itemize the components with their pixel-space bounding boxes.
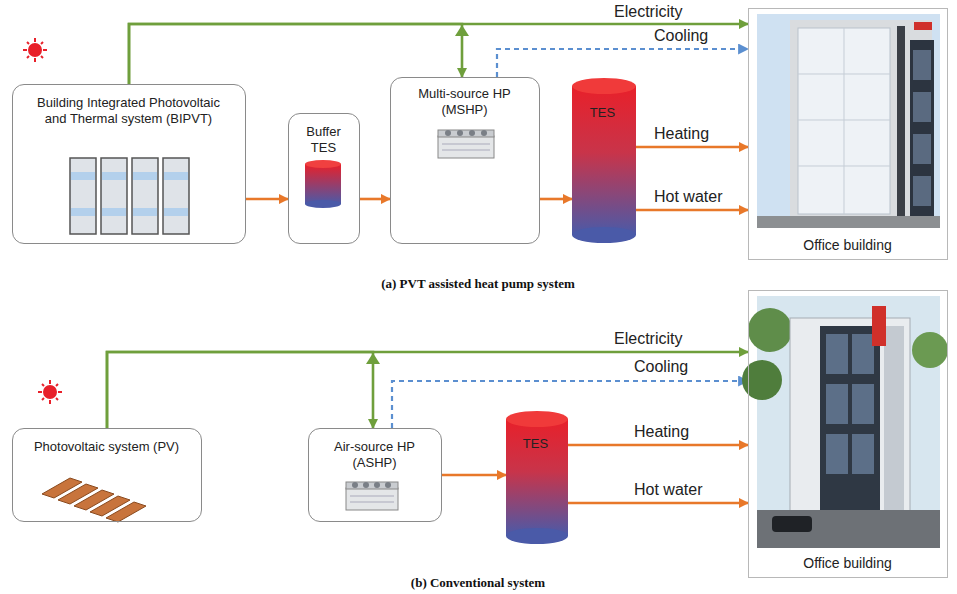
flow-arrow: [636, 146, 748, 149]
flow-arrow: [129, 24, 462, 84]
flow-arrow: [360, 198, 390, 201]
cooling-line: [392, 381, 748, 428]
sun-icon: [23, 38, 47, 62]
tank-outline: [506, 410, 568, 545]
flow-label: Electricity: [612, 2, 684, 21]
flow-arrow: [129, 24, 748, 84]
node-label: TES: [573, 105, 633, 121]
node-label: Multi-source HP (MSHP): [405, 86, 525, 117]
component-box: Photovoltaic system (PV): [12, 428, 202, 522]
node-label: Buffer TES: [293, 124, 355, 155]
building-panel: Office building: [748, 8, 948, 260]
building-photo: [742, 296, 948, 548]
flow-arrow: [107, 352, 748, 428]
flow-label: Cooling: [632, 357, 690, 376]
building-panel: Office building: [748, 290, 948, 578]
flow-label: Cooling: [652, 26, 710, 45]
node-label: Building Integrated Photovoltaic and The…: [34, 95, 224, 126]
storage-tank: TES: [572, 77, 636, 244]
heat-pump-icon: [346, 482, 398, 510]
flow-arrow: [246, 198, 288, 201]
node-label: Office building: [753, 555, 943, 572]
flow-label: Hot water: [632, 480, 704, 499]
node-label: TES: [507, 436, 565, 452]
flow-label: Electricity: [612, 329, 684, 348]
flow-arrow: [568, 502, 748, 505]
component-box: Multi-source HP (MSHP): [390, 77, 540, 244]
pvt-panels: [70, 158, 189, 234]
pv-panels: [42, 478, 146, 522]
heat-pump-icon: [438, 130, 494, 158]
node-label: Air-source HP (ASHP): [320, 439, 430, 470]
building-photo: [757, 14, 940, 228]
figure-caption: (a) PVT assisted heat pump system: [278, 276, 678, 292]
cooling-line: [497, 49, 748, 77]
buffer-tank-icon: [305, 160, 341, 208]
flow-arrow: [442, 474, 506, 477]
flow-arrow: [540, 198, 572, 201]
component-box: Buffer TES: [288, 113, 360, 244]
flow-arrow: [568, 444, 748, 447]
flow-label: Hot water: [652, 187, 724, 206]
node-label: Office building: [753, 237, 943, 254]
flow-label: Heating: [652, 124, 711, 143]
arrow-head: [366, 353, 380, 364]
figure-caption: (b) Conventional system: [278, 575, 678, 591]
storage-tank: TES: [506, 410, 568, 545]
flow-label: Heating: [632, 422, 691, 441]
tank-outline: [572, 77, 636, 244]
flow-arrow: [636, 209, 748, 212]
arrow-head: [455, 25, 469, 36]
sun-icon: [38, 380, 62, 404]
component-box: Building Integrated Photovoltaic and The…: [12, 84, 246, 244]
node-label: Photovoltaic system (PV): [32, 439, 182, 455]
component-box: Air-source HP (ASHP): [308, 428, 442, 522]
flow-arrow: [107, 352, 373, 428]
